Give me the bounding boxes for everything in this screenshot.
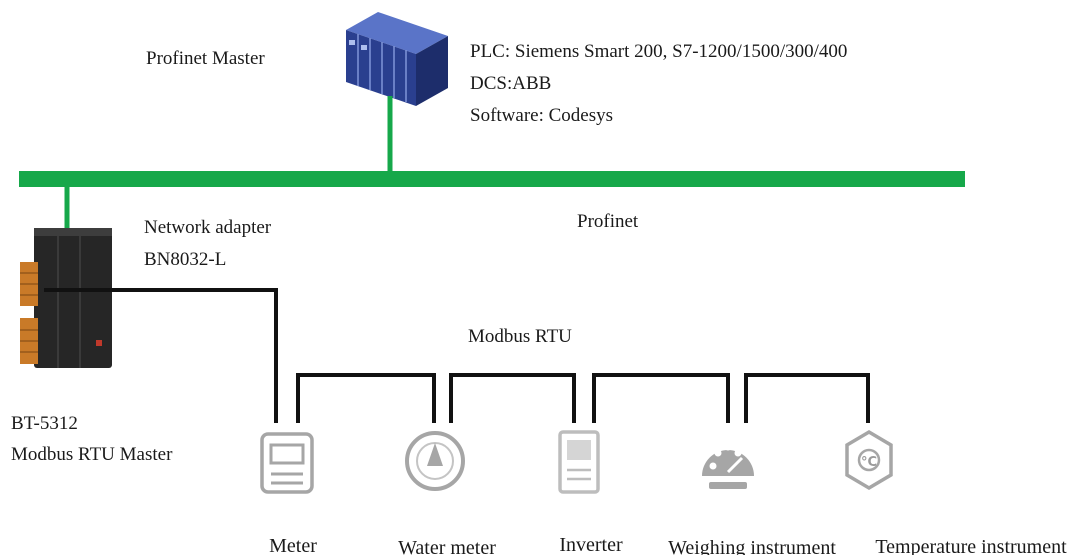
master-detail-plc: PLC: Siemens Smart 200, S7-1200/1500/300… (470, 41, 848, 62)
modbus-master-label: Modbus RTU Master (11, 444, 173, 465)
master-detail-software: Software: Codesys (470, 105, 614, 126)
device-label-water-meter: Water meter (398, 537, 496, 555)
temperature-instrument-icon: °C (845, 429, 893, 491)
modbus-rtu-label: Modbus RTU (468, 326, 572, 347)
svg-text:°C: °C (861, 455, 877, 470)
plc-rack-icon (346, 12, 448, 106)
device-label-meter: Meter (269, 535, 317, 555)
water-meter-icon (405, 431, 465, 491)
weighing-instrument-icon (702, 443, 754, 489)
inverter-icon (558, 430, 600, 494)
gateway-model-label: BT-5312 (11, 413, 78, 434)
network-adapter-icon (20, 228, 112, 368)
device-label-weighing-instrument: Weighing instrument (668, 537, 836, 555)
profinet-label: Profinet (577, 211, 639, 232)
master-detail-dcs: DCS:ABB (470, 73, 552, 94)
device-label-inverter: Inverter (559, 534, 623, 555)
profinet-bus (19, 171, 965, 187)
modbus-wiring (44, 288, 870, 423)
network-adapter-label: Network adapter (144, 217, 272, 238)
adapter-model-label: BN8032-L (144, 249, 227, 270)
meter-icon (260, 432, 314, 494)
profinet-master-label: Profinet Master (146, 48, 265, 69)
device-label-temperature-instrument: Temperature instrument (875, 536, 1067, 555)
